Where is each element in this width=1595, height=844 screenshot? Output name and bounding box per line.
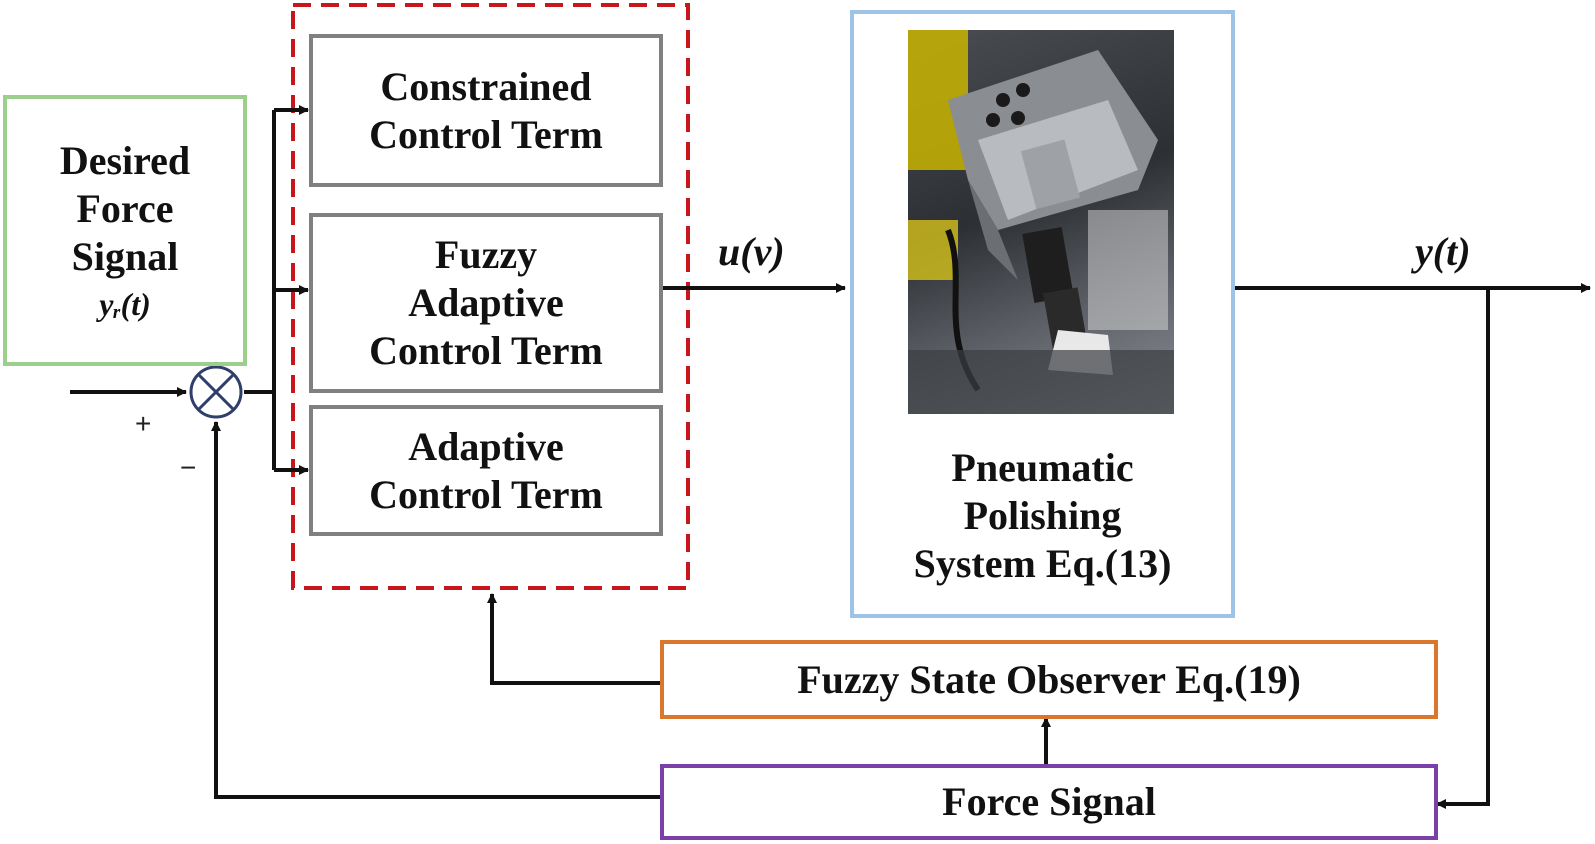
- observer-to-controller-arrow: [487, 593, 660, 685]
- device-illustration: [908, 30, 1174, 414]
- pneumatic-polishing-block: Pneumatic Polishing System Eq.(13): [850, 10, 1235, 618]
- force-signal-block: Force Signal: [660, 764, 1438, 840]
- plant-line-3: System Eq.(13): [913, 541, 1172, 586]
- adaptive-line-2: Control Term: [369, 471, 603, 517]
- desired-force-line-1: Desired: [59, 138, 191, 184]
- force-signal-label: Force Signal: [942, 779, 1156, 824]
- fuzzy-state-observer-block: Fuzzy State Observer Eq.(19): [660, 640, 1438, 719]
- output-signal-label: y(t): [1415, 229, 1471, 274]
- plant-line-1: Pneumatic: [951, 445, 1134, 490]
- desired-force-line-3: Signal: [71, 234, 179, 280]
- plus-sign: +: [135, 408, 152, 439]
- fuzzy-adaptive-line-3: Control Term: [369, 328, 603, 373]
- desired-force-block: Desired Force Signal yᵣ(t): [3, 95, 247, 366]
- minus-sign: −: [180, 452, 197, 483]
- observer-label: Fuzzy State Observer Eq.(19): [797, 656, 1301, 702]
- summing-junction: [189, 365, 243, 419]
- controller-group-border: [291, 3, 690, 590]
- plant-line-2: Polishing: [963, 493, 1122, 538]
- desired-force-line-2: Force: [76, 186, 174, 232]
- control-signal-label: u(v): [718, 229, 785, 274]
- constrained-line-2: Control Term: [369, 111, 603, 157]
- polishing-device-photo: [908, 30, 1174, 414]
- constrained-line-1: Constrained: [380, 63, 592, 109]
- fuzzy-adaptive-line-2: Adaptive: [408, 280, 564, 325]
- output-feedback-wire: [1436, 288, 1490, 809]
- adaptive-line-1: Adaptive: [408, 423, 564, 469]
- desired-force-math: yᵣ(t): [99, 286, 151, 323]
- negative-feedback-arrow: [211, 421, 660, 799]
- constrained-control-block: Constrained Control Term: [309, 34, 663, 187]
- fuzzy-adaptive-line-1: Fuzzy: [434, 232, 538, 277]
- adaptive-control-block: Adaptive Control Term: [309, 405, 663, 536]
- fuzzy-adaptive-control-block: Fuzzy Adaptive Control Term: [309, 213, 663, 393]
